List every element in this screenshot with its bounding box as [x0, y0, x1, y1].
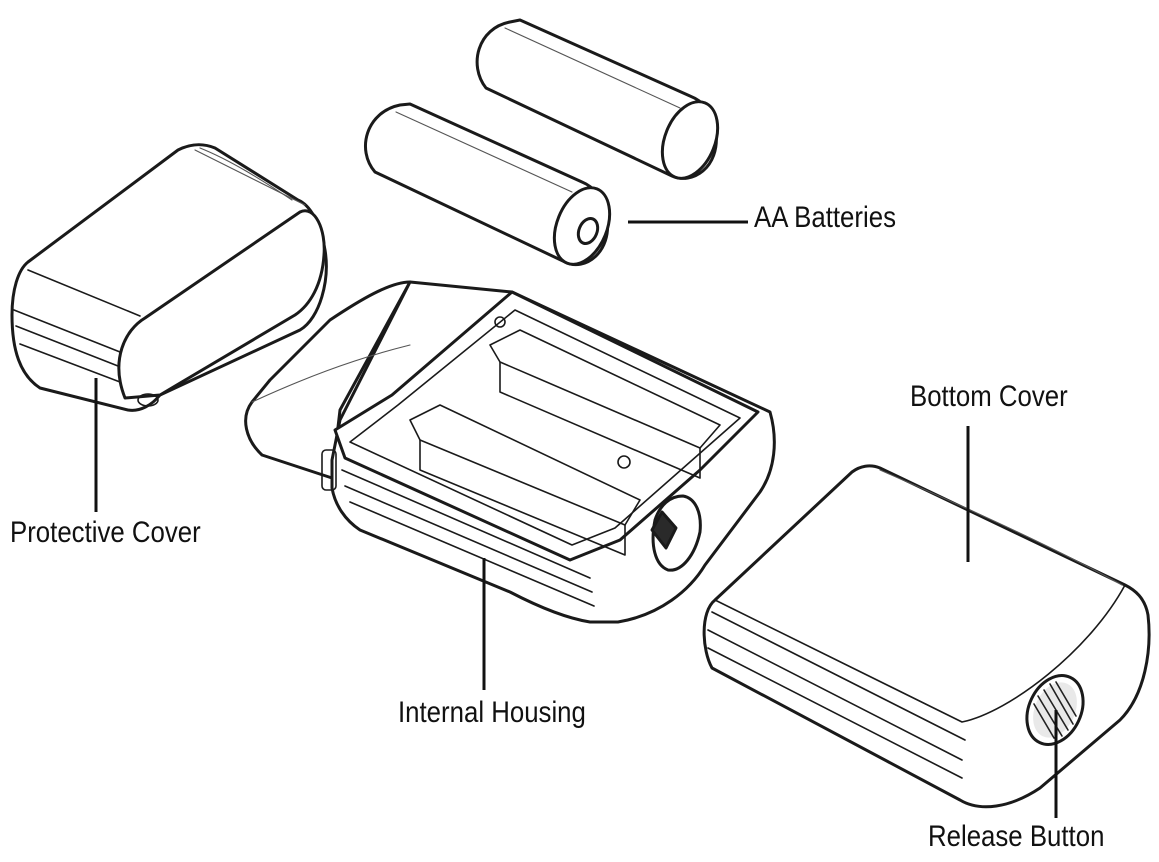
label-protective-cover: Protective Cover — [10, 516, 201, 549]
aa-batteries — [364, 18, 720, 267]
label-internal-housing: Internal Housing — [398, 696, 586, 729]
internal-housing — [244, 280, 776, 624]
label-aa-batteries: AA Batteries — [754, 201, 896, 234]
battery-back — [475, 18, 720, 180]
battery-front — [364, 102, 612, 267]
protective-cover — [10, 143, 328, 412]
label-release-button: Release Button — [928, 820, 1105, 853]
label-bottom-cover: Bottom Cover — [910, 380, 1068, 413]
bottom-cover — [702, 464, 1151, 809]
